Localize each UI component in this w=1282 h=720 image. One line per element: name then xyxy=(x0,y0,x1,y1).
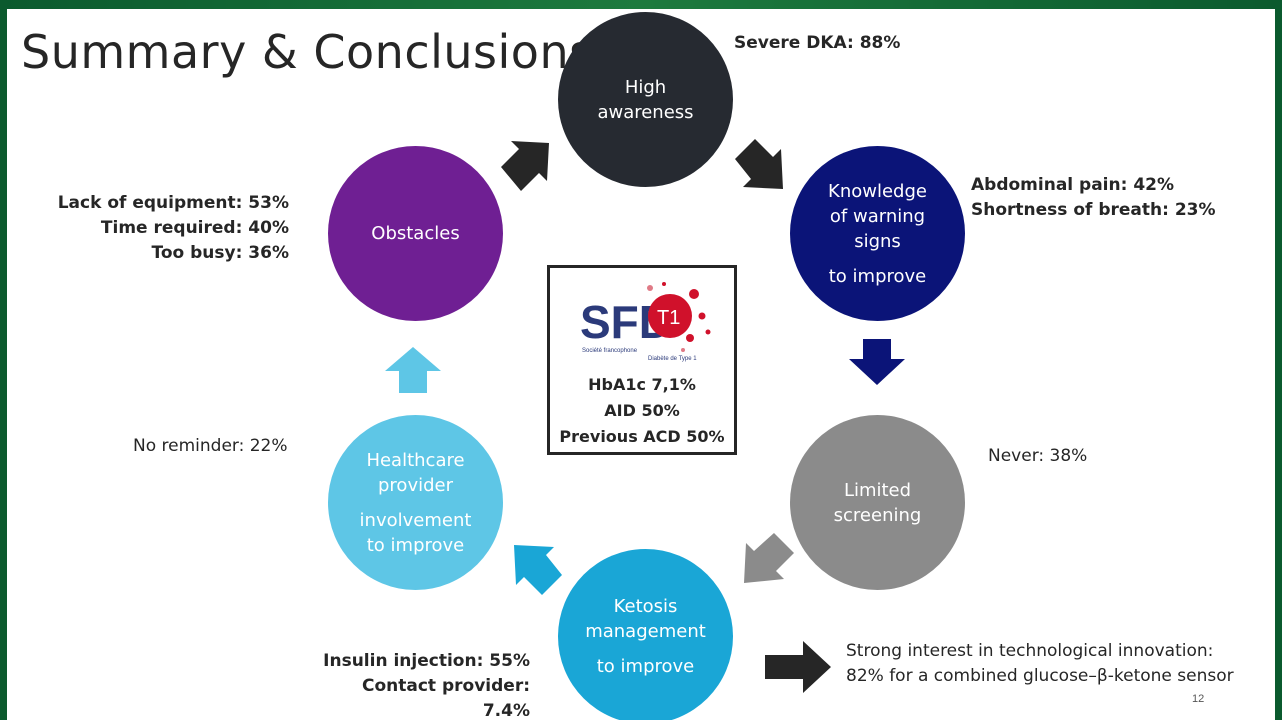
node-obstacles: Obstacles xyxy=(328,146,503,321)
stat-lack-equipment: Lack of equipment: 53% xyxy=(57,193,289,213)
node-text: Ketosis xyxy=(613,596,678,617)
node-text: signs xyxy=(854,230,901,252)
innovation-note: Strong interest in technological innovat… xyxy=(846,639,1234,689)
arrow-knowledge-to-limited-icon xyxy=(849,339,905,385)
node-text: of warning xyxy=(829,205,926,227)
node-limited-screening: Limited screening xyxy=(790,415,965,590)
center-stats: HbA1c 7,1% AID 50% Previous ACD 50% xyxy=(550,372,734,450)
node-text: management xyxy=(585,621,706,642)
stat-time-required: Time required: 40% xyxy=(100,218,289,238)
node-high-awareness: High awareness xyxy=(558,12,733,187)
logo-sub-1: Société francophone xyxy=(582,348,638,354)
stat-obstacles: Lack of equipment: 53% Time required: 40… xyxy=(47,191,289,266)
arrow-limited-to-ketosis-icon xyxy=(744,533,794,583)
stat-never: Never: 38% xyxy=(988,446,1088,466)
center-previous-acd: Previous ACD 50% xyxy=(559,427,725,446)
node-healthcare-provider: Healthcare provider involvement to impro… xyxy=(328,415,503,590)
arrow-healthcare-to-obstacles-icon xyxy=(385,347,441,393)
stat-no-reminder: No reminder: 22% xyxy=(133,436,288,456)
stat-ketosis: Insulin injection: 55% Contact provider:… xyxy=(312,649,530,720)
stat-abdominal-pain: Abdominal pain: 42% xyxy=(971,175,1175,195)
node-text: awareness xyxy=(597,101,694,123)
center-aid: AID 50% xyxy=(604,401,680,420)
sfdt1-logo: SFD T1 Société francophone Diabète de Ty… xyxy=(580,282,711,362)
arrow-high-to-knowledge-icon xyxy=(735,139,783,189)
node-text: Healthcare xyxy=(366,449,465,471)
node-text: to improve xyxy=(828,265,927,287)
center-summary-box: SFD T1 Société francophone Diabète de Ty… xyxy=(547,265,737,455)
node-ketosis-management: Ketosis management to improve xyxy=(558,549,733,720)
arrow-to-innovation-icon xyxy=(765,641,831,693)
slide: Summary & Conclusions High awareness Kno… xyxy=(7,9,1275,720)
node-knowledge-warning-signs: Knowledge of warning signs to improve xyxy=(790,146,965,321)
stat-too-busy: Too busy: 36% xyxy=(151,243,290,263)
innovation-line-2: 82% for a combined glucose–β-ketone sens… xyxy=(846,666,1234,686)
slide-title: Summary & Conclusions xyxy=(21,25,594,79)
stat-severe-dka: Severe DKA: 88% xyxy=(734,33,901,53)
logo-badge: T1 xyxy=(657,307,680,329)
stat-shortness-breath: Shortness of breath: 23% xyxy=(971,200,1216,220)
innovation-line-1: Strong interest in technological innovat… xyxy=(846,641,1214,661)
node-text: to improve xyxy=(366,534,465,556)
stat-contact-provider: Contact provider: 7.4% xyxy=(362,676,530,720)
node-text: Limited xyxy=(843,479,912,501)
stat-insulin-injection: Insulin injection: 55% xyxy=(323,651,530,671)
logo-sub-2: Diabète de Type 1 xyxy=(648,356,697,362)
center-hba1c: HbA1c 7,1% xyxy=(588,375,696,394)
node-text: involvement xyxy=(359,509,472,531)
arrow-ketosis-to-healthcare-icon xyxy=(514,545,562,595)
node-text: to improve xyxy=(596,656,695,677)
node-text: High xyxy=(624,76,667,98)
node-text: Knowledge xyxy=(828,180,927,202)
slide-number: 12 xyxy=(1192,693,1205,705)
node-text: Obstacles xyxy=(371,223,460,244)
node-text: screening xyxy=(833,504,922,526)
arrow-obstacles-to-high-icon xyxy=(501,141,549,191)
stat-knowledge: Abdominal pain: 42% Shortness of breath:… xyxy=(971,173,1216,223)
node-text: provider xyxy=(378,474,453,496)
